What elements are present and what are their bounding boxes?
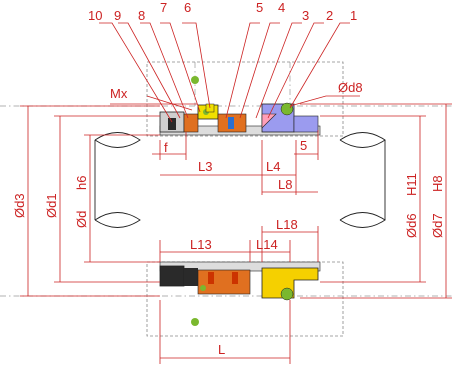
part-number-9: 9: [114, 8, 121, 23]
dimension-lines: [20, 95, 452, 364]
seal-upper-half: [159, 76, 321, 136]
label-l3: L3: [198, 159, 212, 174]
pin-lower-bottom: [191, 318, 199, 326]
o-ring-rotating-upper: [168, 118, 176, 130]
label-d6: Ød6: [404, 213, 419, 238]
part-number-4: 4: [278, 0, 285, 15]
part-number-5: 5: [256, 0, 263, 15]
part-number-7: 7: [160, 0, 167, 15]
part-number-6: 6: [184, 0, 191, 15]
label-5: 5: [300, 138, 307, 153]
label-tol-h11: H11: [404, 173, 419, 196]
seal-lower-half: [159, 261, 321, 326]
label-l18: L18: [276, 217, 298, 232]
label-l13: L13: [190, 237, 212, 252]
rotating-ring-lower: [159, 265, 185, 287]
part-leaders: [99, 22, 350, 123]
part-number-2: 2: [326, 8, 333, 23]
part-numbers: 10 9 8 7 6 5 4 3 2 1: [88, 0, 357, 23]
pin-lower-small: [200, 285, 206, 291]
part-number-8: 8: [138, 8, 145, 23]
label-mx: Mx: [110, 86, 128, 101]
shaft-outline: [94, 132, 386, 228]
label-d8: Ød8: [338, 80, 363, 95]
center-lines: [0, 62, 454, 297]
label-l8: L8: [278, 177, 292, 192]
cup-lower-left: [208, 272, 214, 284]
spring-holder-lower: [184, 268, 198, 286]
stationary-seat-lower: [261, 267, 319, 299]
seat-wedge-upper: [261, 113, 277, 129]
label-l: L: [218, 342, 225, 357]
set-screw-pin-upper: [280, 102, 294, 116]
spring-holder-upper: [183, 113, 199, 133]
pin-upper-top: [191, 76, 199, 84]
part-number-3: 3: [302, 8, 309, 23]
part-number-10: 10: [88, 8, 102, 23]
bellows-lower: [197, 269, 251, 295]
cup-upper: [228, 117, 234, 129]
cup-lower-right: [232, 272, 238, 284]
set-screw-pin-lower: [280, 287, 294, 301]
label-l14: L14: [256, 237, 278, 252]
label-d: Ød: [74, 211, 89, 228]
dimension-labels: Mx f L3 L4 5 L8 L18 L13 L14 L Ød8 Ød3 Ød…: [12, 80, 445, 357]
part-number-1: 1: [350, 8, 357, 23]
label-f: f: [164, 140, 168, 155]
label-d3: Ød3: [12, 193, 27, 218]
label-tol-h8: H8: [430, 175, 445, 192]
label-l4: L4: [266, 159, 280, 174]
gland-plate-upper: [293, 115, 319, 133]
label-tol-h6: h6: [74, 176, 89, 190]
label-d1: Ød1: [44, 193, 59, 218]
label-d7: Ød7: [430, 213, 445, 238]
